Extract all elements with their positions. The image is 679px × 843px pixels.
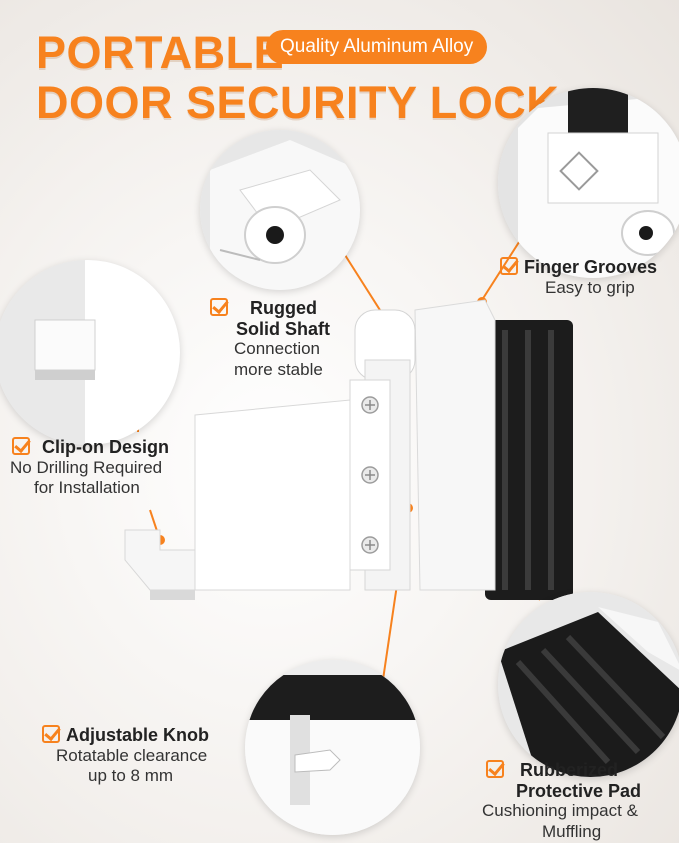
grooves-sub: Easy to grip: [545, 277, 635, 297]
feature-clip-on: Clip-on Design No Drilling Required for …: [10, 437, 169, 498]
knob-title: Adjustable Knob: [66, 725, 209, 745]
check-icon: [12, 437, 30, 455]
rugged-sub-1: Connection: [234, 339, 321, 359]
rugged-sub-2: more stable: [234, 359, 323, 379]
material-badge: Quality Aluminum Alloy: [266, 30, 488, 64]
feature-rugged-shaft: Rugged Solid Shaft Connection more stabl…: [210, 298, 330, 380]
knob-detail-image: [245, 660, 420, 835]
pad-sub-1: Cushioning impact &: [482, 801, 638, 821]
headline-line1: PORTABLE: [36, 27, 285, 78]
pad-sub-2: Muffling: [542, 821, 602, 841]
check-icon: [486, 760, 504, 778]
check-icon: [210, 298, 228, 316]
clipon-sub-2: for Installation: [34, 478, 140, 498]
knob-sub-1: Rotatable clearance: [56, 745, 208, 765]
door-lock-product-image: [120, 290, 580, 620]
pad-title-1: Rubberized: [520, 760, 619, 780]
clip-on-detail-image: [0, 260, 180, 445]
pad-detail-image: [498, 592, 679, 777]
feature-rubberized-pad: Rubberized Protective Pad Cushioning imp…: [482, 760, 642, 842]
feature-adjustable-knob: Adjustable Knob Rotatable clearance up t…: [42, 725, 209, 786]
grooves-title: Finger Grooves: [524, 257, 658, 277]
rugged-title-1: Rugged: [250, 298, 317, 318]
pad-title-2: Protective Pad: [516, 780, 642, 801]
headline-line2: DOOR SECURITY LOCK: [36, 77, 560, 128]
feature-finger-grooves: Finger Grooves Easy to grip: [500, 257, 657, 298]
finger-grooves-detail-image: [498, 88, 679, 278]
check-icon: [500, 257, 518, 275]
clipon-title: Clip-on Design: [42, 437, 169, 457]
shaft-callout-line: [344, 254, 386, 319]
rugged-title-2: Solid Shaft: [236, 318, 330, 339]
knob-sub-2: up to 8 mm: [88, 766, 174, 786]
clipon-sub-1: No Drilling Required: [10, 457, 163, 477]
lock-symbol-icon: [559, 151, 599, 191]
shaft-detail-image: [200, 130, 360, 290]
check-icon: [42, 725, 60, 743]
